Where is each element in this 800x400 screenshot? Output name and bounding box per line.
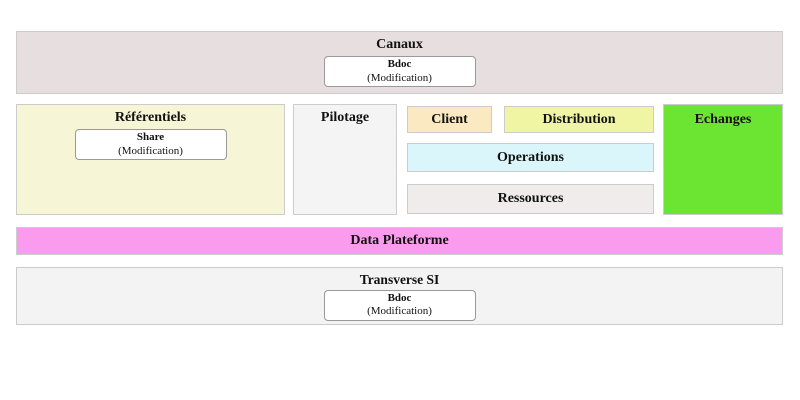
ressources-title: Ressources	[497, 191, 564, 206]
data-plateforme-title: Data Plateforme	[350, 233, 449, 248]
referentiels-share-box-subtitle: (Modification)	[118, 144, 183, 157]
client-title: Client	[431, 111, 468, 127]
canaux-bdoc-box: Bdoc (Modification)	[323, 56, 476, 88]
canaux-bdoc-box-subtitle: (Modification)	[367, 71, 432, 84]
block-operations: Operations	[407, 143, 654, 172]
band-transverse-si: Transverse SI Bdoc (Modification)	[16, 267, 783, 325]
block-echanges: Echanges	[663, 104, 783, 215]
referentiels-title: Référentiels	[114, 110, 187, 125]
operations-title: Operations	[497, 149, 564, 165]
band-data-plateforme: Data Plateforme	[16, 227, 783, 255]
transverse-bdoc-box-title: Bdoc	[387, 291, 412, 304]
transverse-si-title: Transverse SI	[359, 272, 440, 287]
block-ressources: Ressources	[407, 184, 654, 214]
block-referentiels: Référentiels Share (Modification)	[16, 104, 285, 215]
canaux-bdoc-box-title: Bdoc	[387, 58, 412, 71]
referentiels-share-box-title: Share	[136, 131, 165, 144]
band-canaux: Canaux Bdoc (Modification)	[16, 31, 783, 94]
pilotage-title: Pilotage	[320, 110, 370, 125]
block-distribution: Distribution	[504, 106, 654, 133]
distribution-title: Distribution	[542, 111, 616, 127]
echanges-title: Echanges	[694, 112, 752, 127]
block-client: Client	[407, 106, 492, 133]
referentiels-share-box: Share (Modification)	[74, 129, 227, 161]
transverse-bdoc-box: Bdoc (Modification)	[323, 289, 476, 321]
canaux-title: Canaux	[376, 37, 423, 52]
transverse-bdoc-box-subtitle: (Modification)	[367, 305, 432, 318]
block-pilotage: Pilotage	[293, 104, 397, 215]
